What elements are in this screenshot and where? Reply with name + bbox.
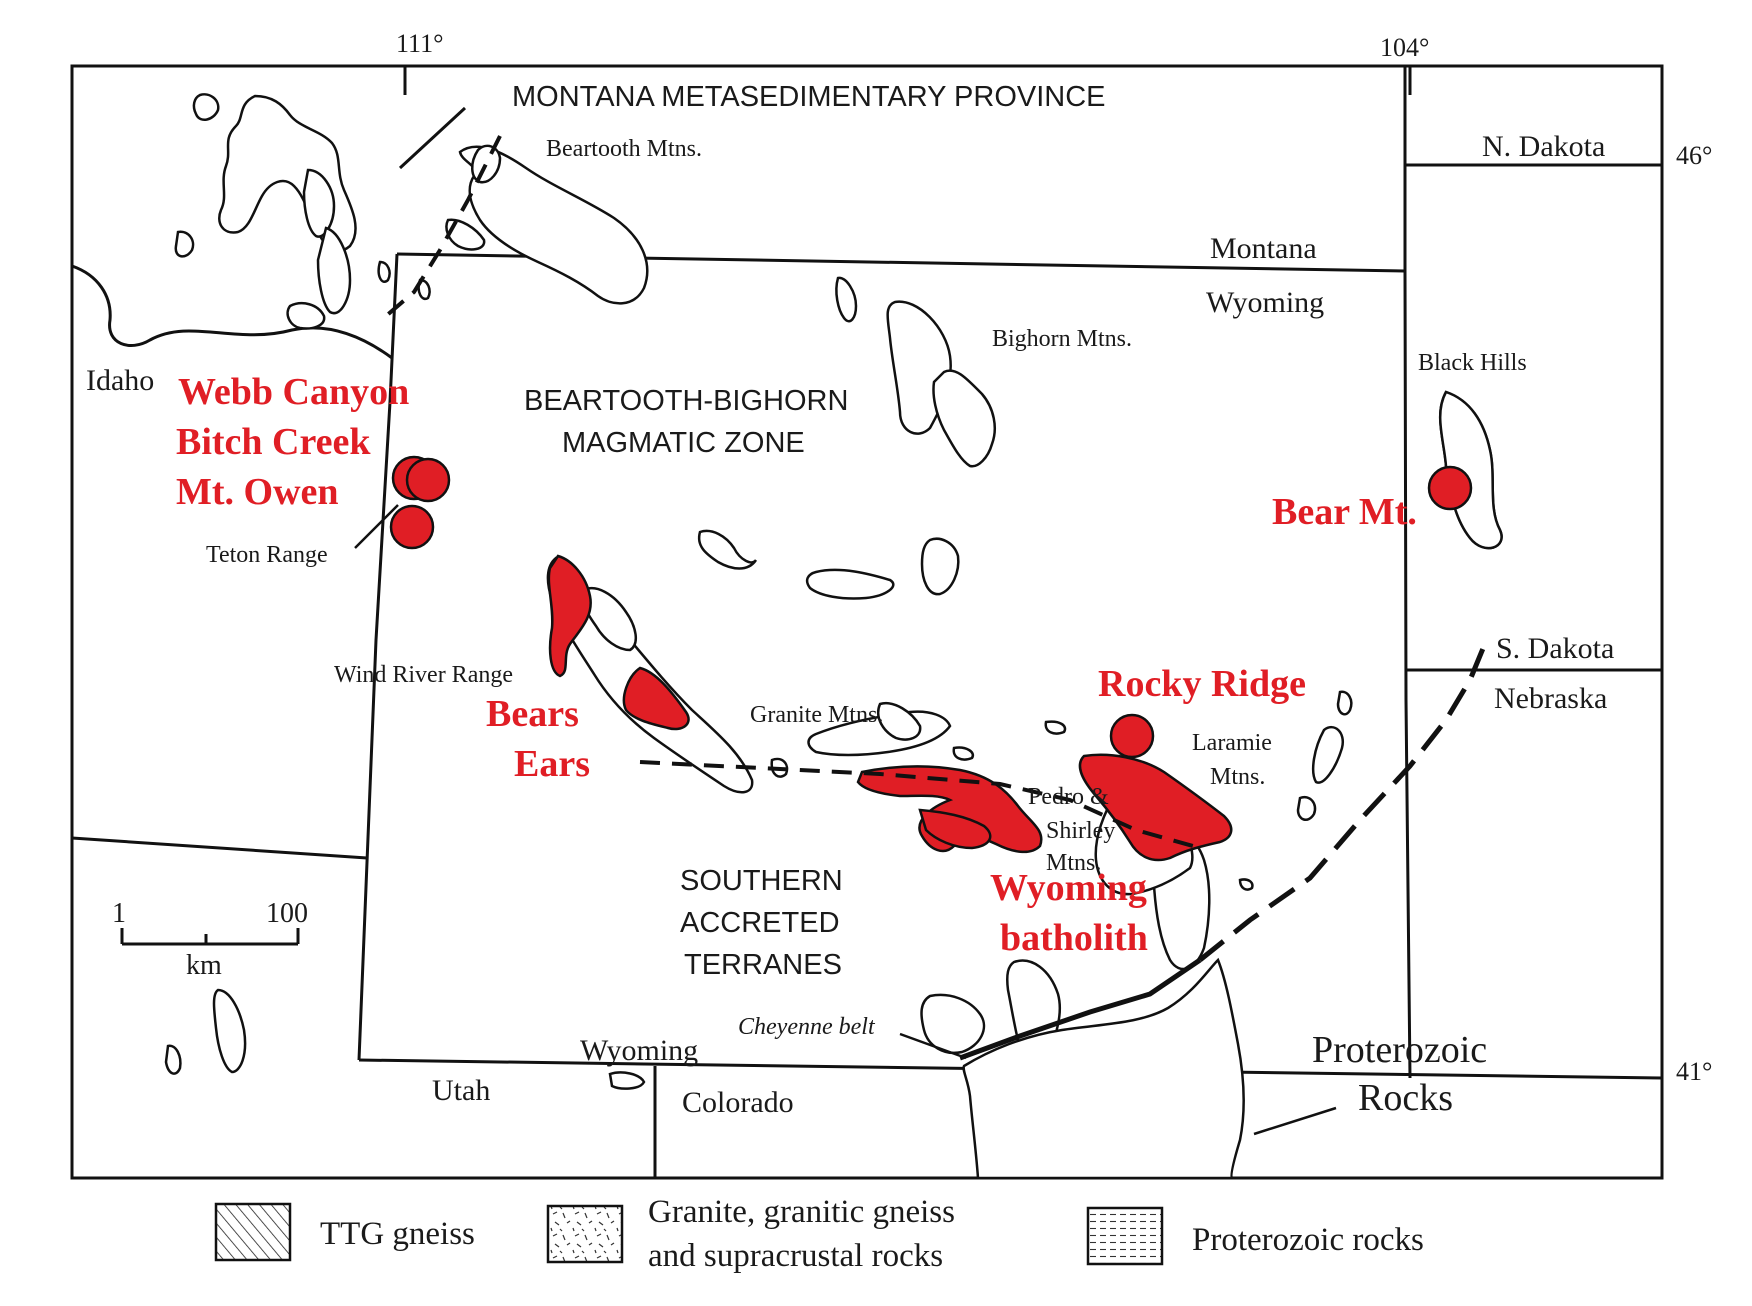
mt-owen-marker [389, 504, 435, 550]
legend-swatch-ttg [214, 1202, 292, 1262]
mt-owen-label: Mt. Owen [176, 471, 339, 513]
legend: TTG gneiss Granite, granitic gneiss and … [214, 1194, 1424, 1274]
province-labels: MONTANA METASEDIMENTARY PROVINCE BEARTOO… [512, 81, 1106, 981]
s-dakota-label: S. Dakota [1496, 632, 1614, 665]
montana-province-label: MONTANA METASEDIMENTARY PROVINCE [512, 81, 1106, 113]
montana-label: Montana [1210, 232, 1317, 265]
nebraska-label: Nebraska [1494, 682, 1607, 715]
scale-left-label: 1 [112, 898, 126, 929]
sample-sites [389, 455, 1473, 759]
bear-mt-label: Bear Mt. [1272, 491, 1417, 533]
dashed-boundaries [384, 135, 1487, 1061]
bbmz-label-line1: BEARTOOTH-BIGHORN [524, 385, 848, 417]
wyoming-batholith-label-line1: Wyoming [990, 867, 1147, 909]
proterozoic-rocks-label-line1: Proterozoic [1312, 1029, 1487, 1071]
sat-label-line3: TERRANES [684, 949, 842, 981]
utah-label: Utah [432, 1074, 490, 1107]
pedro-label-line1: Pedro & [1028, 784, 1109, 810]
graticule-labels: 111° 104° 46° 41° [396, 29, 1712, 1086]
lon-west-label: 111° [396, 29, 443, 58]
lat-south-label: 41° [1676, 1057, 1712, 1086]
site-labels: Webb Canyon Bitch Creek Mt. Owen Bear Mt… [176, 371, 1487, 1119]
wyoming-batholith-unit-2 [918, 808, 992, 850]
teton-label: Teton Range [206, 542, 328, 568]
ttg-outcrops [471, 144, 996, 741]
beartooth-label: Beartooth Mtns. [546, 136, 702, 162]
lat-north-label: 46° [1676, 141, 1712, 170]
legend-swatch-proterozoic [1086, 1206, 1164, 1266]
webb-canyon-label: Webb Canyon [178, 371, 409, 413]
scale-bar: 1 100 km [112, 898, 308, 981]
black-hills-label: Black Hills [1418, 350, 1527, 376]
colorado-label: Colorado [682, 1086, 794, 1119]
n-dakota-label: N. Dakota [1482, 130, 1605, 163]
bear-mt-marker [1427, 465, 1473, 511]
wyoming-batholith-label-line2: batholith [1000, 917, 1148, 959]
laramie-label-line2: Mtns. [1210, 764, 1265, 790]
scale-right-label: 100 [266, 898, 308, 929]
state-labels: Montana Wyoming Wyoming Idaho Utah Color… [86, 130, 1614, 1119]
legend-label-ttg: TTG gneiss [320, 1216, 475, 1252]
cheyenne-belt-label: Cheyenne belt [738, 1014, 876, 1040]
scale-unit-label: km [186, 950, 222, 981]
rocky-ridge-marker [1109, 713, 1155, 759]
bears-ears-label-line2: Ears [514, 743, 590, 785]
highlighted-units [547, 554, 1233, 862]
range-labels: Beartooth Mtns. Bighorn Mtns. Black Hill… [206, 136, 1527, 1040]
sat-label-line1: SOUTHERN [680, 865, 843, 897]
bbmz-label-line2: MAGMATIC ZONE [562, 427, 805, 459]
wyoming-south-label: Wyoming [580, 1034, 698, 1067]
bitch-creek-label: Bitch Creek [176, 421, 371, 463]
bears-ears-label-line1: Bears [486, 693, 579, 735]
idaho-label: Idaho [86, 364, 154, 397]
legend-label-granite-line2: and supracrustal rocks [648, 1238, 943, 1274]
pedro-label-line2: Shirley [1046, 818, 1115, 844]
bitch-creek-marker [405, 457, 451, 503]
legend-label-granite-line1: Granite, granitic gneiss [648, 1194, 955, 1230]
bears-ears-unit [547, 554, 592, 678]
proterozoic-rocks-label-line2: Rocks [1358, 1077, 1453, 1119]
leader-lines [354, 504, 1337, 1136]
laramie-label-line1: Laramie [1192, 730, 1272, 756]
legend-swatch-granite [546, 1204, 624, 1264]
wind-river-label: Wind River Range [334, 662, 513, 688]
wyoming-label: Wyoming [1206, 286, 1324, 319]
bears-ears-unit-2 [622, 666, 690, 731]
rocky-ridge-label: Rocky Ridge [1098, 663, 1306, 705]
legend-label-proterozoic: Proterozoic rocks [1192, 1222, 1424, 1258]
sat-label-line2: ACCRETED [680, 907, 840, 939]
granite-mtns-label: Granite Mtns. [750, 702, 883, 728]
pedro-label-line3: Mtns. [1046, 850, 1101, 876]
lon-east-label: 104° [1380, 33, 1429, 62]
bighorn-label: Bighorn Mtns. [992, 326, 1132, 352]
map-frame [70, 64, 1664, 1180]
rocky-ridge-unit [1078, 753, 1233, 862]
